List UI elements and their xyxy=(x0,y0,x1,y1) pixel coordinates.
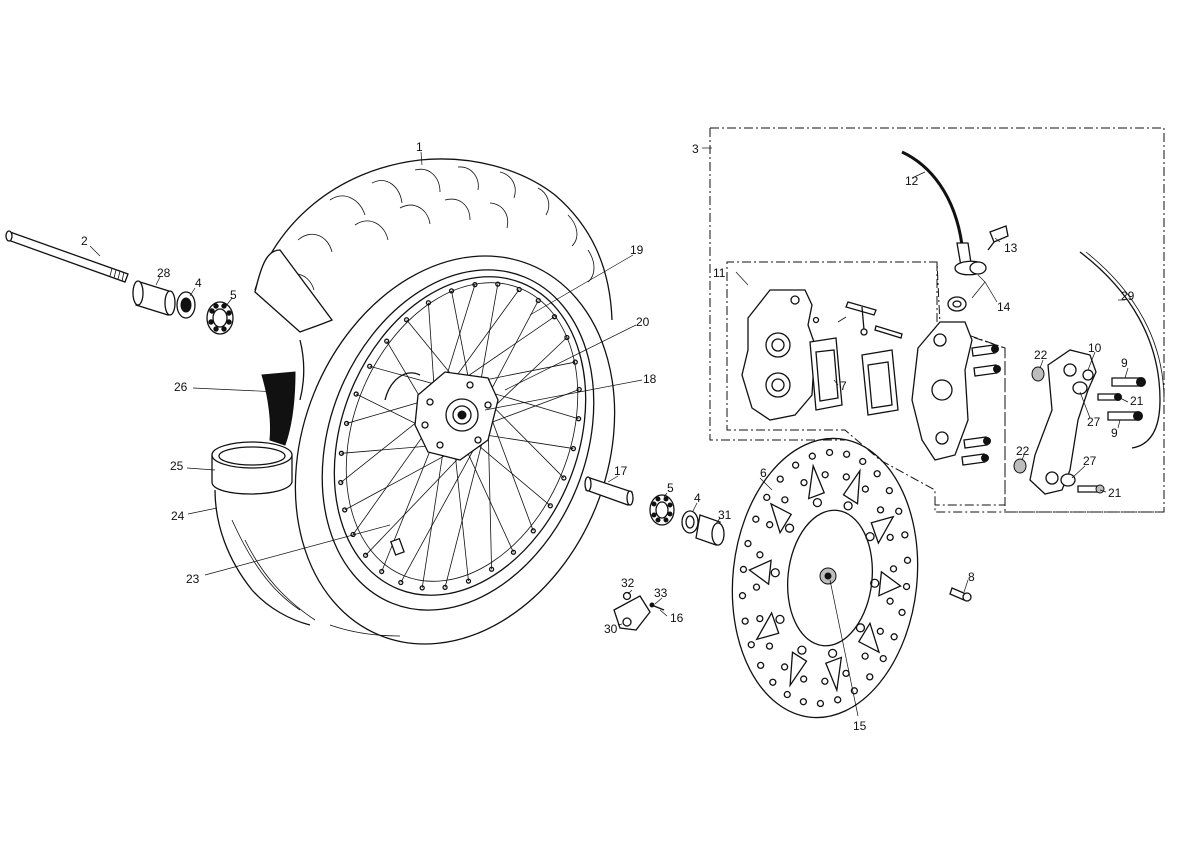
callout-6: 6 xyxy=(760,466,767,480)
callout-23: 23 xyxy=(186,572,200,586)
caliper-left-half xyxy=(741,289,820,421)
callout-25: 25 xyxy=(170,459,184,473)
callout-5-right: 5 xyxy=(667,481,674,495)
callout-18: 18 xyxy=(643,372,657,386)
wheel-hub xyxy=(384,371,499,461)
bearing-5-left xyxy=(206,301,234,335)
seal-4-right xyxy=(681,510,699,534)
callout-27-bottom: 27 xyxy=(1083,454,1097,468)
caliper-right-half xyxy=(911,321,973,461)
callout-13: 13 xyxy=(1004,241,1018,255)
bearing-5-right xyxy=(649,494,675,526)
wheel-assembly xyxy=(231,158,616,645)
brake-pad-7 xyxy=(809,337,843,411)
leader-lines xyxy=(89,147,1129,717)
callout-2: 2 xyxy=(81,234,88,248)
callout-32: 32 xyxy=(621,576,635,590)
sensor-cable xyxy=(1079,251,1161,449)
callout-4-right: 4 xyxy=(694,491,701,505)
callout-33: 33 xyxy=(654,586,668,600)
callout-30: 30 xyxy=(604,622,618,636)
callout-7: 7 xyxy=(840,379,847,393)
callout-20: 20 xyxy=(636,315,650,329)
spacer-28 xyxy=(132,280,176,316)
callout-10: 10 xyxy=(1088,341,1102,355)
callout-9-bottom: 9 xyxy=(1111,426,1118,440)
callout-15: 15 xyxy=(853,719,867,733)
spacer-31 xyxy=(695,514,725,546)
callout-29: 29 xyxy=(1121,289,1135,303)
callout-31: 31 xyxy=(718,508,732,522)
spacer-17 xyxy=(584,476,634,506)
pad-pins xyxy=(837,301,903,339)
callout-labels: 1 2 3 4 4 5 5 6 7 8 9 9 10 11 12 13 14 1… xyxy=(81,140,1144,733)
callout-9-top: 9 xyxy=(1121,356,1128,370)
caliper-bolts xyxy=(961,344,1001,466)
callout-24: 24 xyxy=(171,509,185,523)
callout-14: 14 xyxy=(997,300,1011,314)
callout-4-left: 4 xyxy=(195,276,202,290)
disc-holes xyxy=(738,448,912,708)
caliper-box xyxy=(935,262,1006,506)
callout-5-left: 5 xyxy=(230,288,237,302)
callout-22-top: 22 xyxy=(1034,348,1048,362)
brake-hose xyxy=(901,150,964,246)
tube-band xyxy=(211,441,293,495)
sensor-bracket xyxy=(613,591,665,631)
brake-disc xyxy=(731,437,919,719)
bracket-bolts xyxy=(1077,377,1146,494)
rim-tape-strip xyxy=(254,249,334,333)
seal-4-left xyxy=(176,291,196,319)
callout-17: 17 xyxy=(614,464,628,478)
callout-21-bottom: 21 xyxy=(1108,486,1122,500)
callout-3: 3 xyxy=(692,142,699,156)
callout-12: 12 xyxy=(905,174,919,188)
wheel-axle xyxy=(5,230,129,283)
callout-16: 16 xyxy=(670,611,684,625)
callout-11: 11 xyxy=(713,266,726,280)
callout-28: 28 xyxy=(157,266,171,280)
callout-26: 26 xyxy=(174,380,188,394)
brake-pad-right xyxy=(861,349,899,416)
callout-19: 19 xyxy=(630,243,644,257)
callout-1: 1 xyxy=(416,140,423,154)
callout-22-bottom: 22 xyxy=(1016,444,1030,458)
callout-8: 8 xyxy=(968,570,975,584)
callout-21-top: 21 xyxy=(1130,394,1144,408)
bolt-8 xyxy=(949,587,972,602)
callout-27-top: 27 xyxy=(1087,415,1101,429)
rim-tape xyxy=(261,371,296,446)
